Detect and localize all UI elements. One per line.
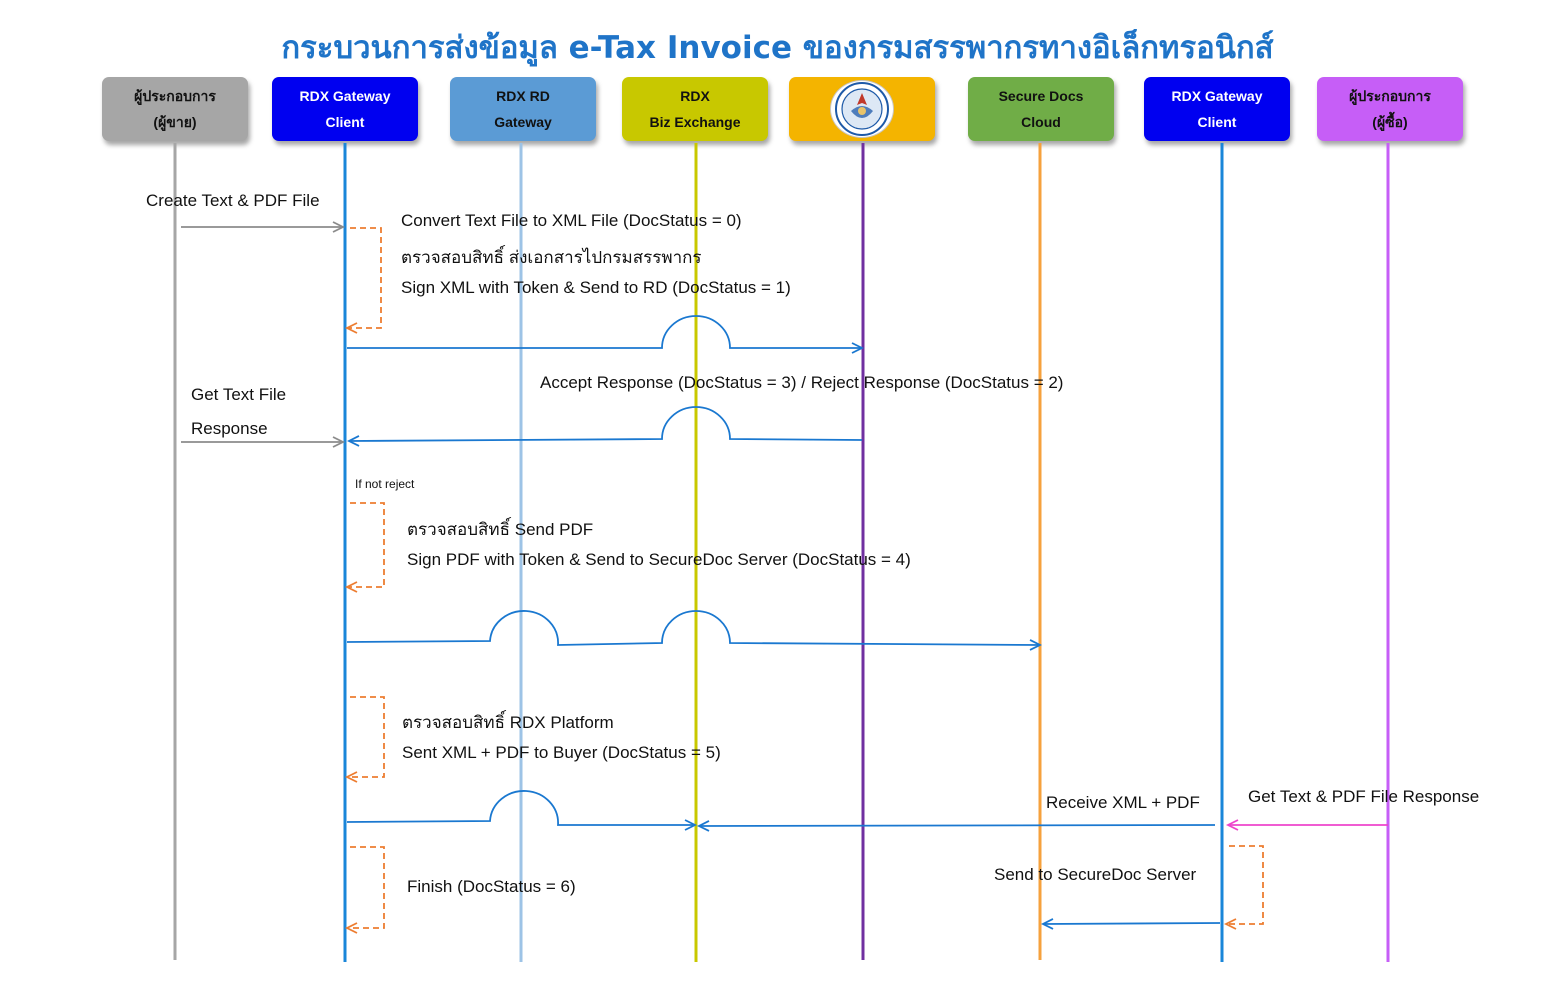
label-get-text-response: Response (191, 419, 268, 438)
label-sign-xml: Sign XML with Token & Send to RD (DocSta… (401, 278, 791, 297)
actor-seller-line1: ผู้ประกอบการ (134, 88, 216, 104)
self-loop-finish (344, 846, 385, 934)
actor-gateway-client-buyer: RDX Gateway Client (1144, 77, 1290, 141)
actor-revenue-department (789, 77, 935, 141)
actor-rd-gateway-line2: Gateway (494, 114, 552, 130)
actor-biz-exchange-line1: RDX (680, 88, 710, 104)
actor-buyer-line2: (ผู้ซื้อ) (1372, 114, 1408, 130)
label-get-text-pdf-response: Get Text & PDF File Response (1248, 787, 1480, 806)
self-loop-platform (344, 696, 385, 783)
actor-biz-exchange: RDX Biz Exchange (622, 77, 768, 141)
actor-gateway-client-seller-line1: RDX Gateway (299, 88, 391, 104)
actor-secure-docs-cloud-line2: Cloud (1021, 114, 1061, 130)
arrow-send-rd (347, 315, 865, 354)
label-sent-buyer: Sent XML + PDF to Buyer (DocStatus = 5) (402, 743, 721, 762)
arrow-send-secure-doc (1040, 918, 1221, 930)
arrow-receive-xml-pdf (696, 820, 1216, 832)
label-if-not-reject: If not reject (355, 477, 415, 491)
diagram-title: กระบวนการส่งข้อมูล e-Tax Invoice ของกรมส… (281, 30, 1274, 66)
label-send-secure-doc: Send to SecureDoc Server (994, 865, 1197, 884)
actor-biz-exchange-line2: Biz Exchange (649, 114, 741, 130)
revenue-department-seal-icon (830, 80, 894, 138)
self-loop-send-pdf (344, 502, 385, 593)
self-loop-buyer-client (1223, 845, 1264, 930)
arrow-sent-buyer (346, 790, 698, 831)
self-loop-convert-sign (344, 227, 382, 334)
label-finish: Finish (DocStatus = 6) (407, 877, 576, 896)
actor-rd-gateway: RDX RD Gateway (450, 77, 596, 141)
actor-seller: ผู้ประกอบการ (ผู้ขาย) (102, 77, 248, 141)
actor-seller-line2: (ผู้ขาย) (153, 114, 197, 130)
actor-rd-gateway-line1: RDX RD (496, 88, 550, 104)
actor-gateway-client-buyer-line2: Client (1197, 114, 1237, 130)
actor-gateway-client-buyer-line1: RDX Gateway (1171, 88, 1263, 104)
label-get-text-file: Get Text File (191, 385, 287, 404)
actor-buyer-line1: ผู้ประกอบการ (1349, 88, 1431, 104)
label-convert-xml: Convert Text File to XML File (DocStatus… (401, 211, 742, 230)
label-check-pdf: ตรวจสอบสิทธิ์ Send PDF (407, 520, 594, 539)
actor-secure-docs-cloud: Secure Docs Cloud (968, 77, 1114, 141)
arrow-send-pdf (346, 610, 1043, 651)
actor-gateway-client-seller: RDX Gateway Client (272, 77, 418, 141)
actor-gateway-client-seller-line2: Client (325, 114, 365, 130)
actor-buyer: ผู้ประกอบการ (ผู้ซื้อ) (1317, 77, 1463, 141)
label-check-platform: ตรวจสอบสิทธิ์ RDX Platform (402, 713, 614, 732)
label-sign-pdf: Sign PDF with Token & Send to SecureDoc … (407, 550, 911, 569)
label-create-file: Create Text & PDF File (146, 191, 320, 210)
label-receive-xml-pdf: Receive XML + PDF (1046, 793, 1200, 812)
arrow-rd-response (346, 406, 863, 447)
label-rd-response: Accept Response (DocStatus = 3) / Reject… (540, 373, 1064, 392)
actor-secure-docs-cloud-line1: Secure Docs (998, 88, 1084, 104)
label-check-rd: ตรวจสอบสิทธิ์ ส่งเอกสารไปกรมสรรพากร (401, 248, 702, 267)
